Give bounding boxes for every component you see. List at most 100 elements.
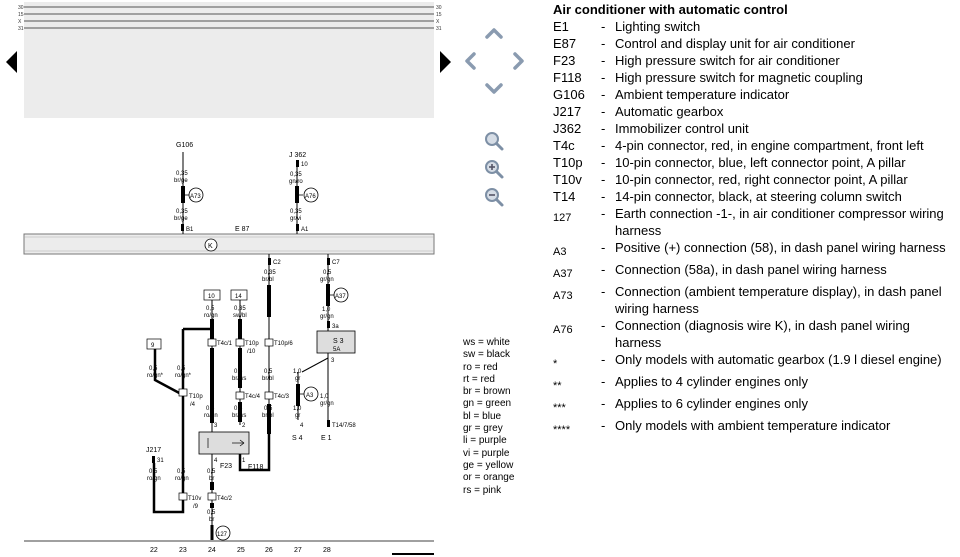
legend-code: A3 [553, 246, 567, 258]
g106-label: G106 [176, 142, 193, 149]
legend-code: * [553, 358, 558, 370]
legend-item: E1-Lighting switch [553, 18, 958, 35]
svg-text:27: 27 [294, 547, 302, 554]
svg-text:0,35: 0,35 [290, 172, 302, 178]
legend-description: 14-pin connector, black, at steering col… [615, 189, 902, 204]
legend-description: 4-pin connector, red, in engine compartm… [615, 138, 924, 153]
svg-text:3: 3 [214, 423, 218, 429]
svg-text:26: 26 [265, 547, 273, 554]
svg-text:ro/gn*: ro/gn* [147, 373, 164, 379]
legend-item: ****-Only models with ambient temperatur… [553, 417, 958, 439]
legend-description: Control and display unit for air conditi… [615, 36, 855, 51]
svg-text:/9: /9 [193, 504, 199, 510]
svg-text:0,5: 0,5 [264, 369, 273, 375]
svg-text:0,35: 0,35 [234, 306, 246, 312]
legend-description: Immobilizer control unit [615, 121, 749, 136]
legend-item: T14-14-pin connector, black, at steering… [553, 188, 958, 205]
supply-rails [24, 6, 434, 29]
legend-description: Lighting switch [615, 19, 701, 34]
f23-label: F23 [220, 463, 232, 470]
legend-dash: - [601, 53, 606, 68]
legend-description: Connection (58a), in dash panel wiring h… [615, 262, 887, 277]
svg-text:0,5: 0,5 [177, 469, 186, 475]
svg-text:1: 1 [242, 458, 246, 464]
svg-text:gr/gn: gr/gn [320, 277, 334, 283]
svg-text:T4c/3: T4c/3 [274, 394, 290, 400]
rail-label-15: 15 [18, 12, 24, 18]
column-numbers: 22 23 24 25 26 27 28 [150, 547, 331, 554]
svg-text:3a: 3a [332, 324, 339, 330]
next-page-arrow-icon[interactable] [438, 50, 452, 79]
legend-code: G106 [553, 87, 585, 102]
pan-left-icon[interactable] [459, 50, 481, 72]
svg-text:gr/gn: gr/gn [320, 401, 334, 407]
legend-item: A73-Connection (ambient temperature disp… [553, 283, 958, 317]
legend-item: A76-Connection (diagnosis wire K), in da… [553, 317, 958, 351]
pan-up-icon[interactable] [483, 22, 505, 44]
svg-text:5A: 5A [333, 347, 340, 353]
svg-text:T10p: T10p [189, 394, 203, 400]
legend-dash: - [601, 318, 606, 333]
svg-text:23: 23 [179, 547, 187, 554]
svg-text:31: 31 [157, 458, 164, 464]
legend-code: T4c [553, 138, 575, 153]
previous-page-arrow-icon[interactable] [5, 50, 19, 79]
svg-text:ro/gn*: ro/gn* [175, 373, 192, 379]
legend-item: *** -Applies to 6 cylinder engines only [553, 395, 958, 417]
legend-dash: - [601, 87, 606, 102]
legend-description: Applies to 6 cylinder engines only [615, 396, 808, 411]
k-label: K [208, 243, 213, 250]
legend-description: Applies to 4 cylinder engines only [615, 374, 808, 389]
legend-code: *** [553, 402, 566, 414]
rail-label-x: X [18, 19, 22, 25]
svg-text:4: 4 [214, 458, 218, 464]
s4-label: S 4 [292, 435, 303, 442]
legend-code: T10v [553, 172, 582, 187]
svg-text:/10: /10 [247, 349, 256, 355]
zoom-out-icon[interactable] [483, 186, 505, 208]
svg-text:T4c/1: T4c/1 [217, 341, 233, 347]
svg-text:T10p: T10p [245, 341, 259, 347]
e1-label: E 1 [321, 435, 332, 442]
legend-code: A37 [553, 268, 573, 280]
legend-item: T10v-10-pin connector, red, right connec… [553, 171, 958, 188]
svg-text:0,35: 0,35 [176, 209, 188, 215]
component-legend: Air conditioner with automatic control E… [553, 2, 958, 439]
legend-description: 10-pin connector, blue, left connector p… [615, 155, 906, 170]
legend-dash: - [601, 396, 606, 411]
zoom-fit-icon[interactable] [483, 130, 505, 152]
legend-description: Only models with automatic gearbox (1.9 … [615, 352, 942, 367]
legend-code: ** [553, 380, 562, 392]
svg-text:0,5: 0,5 [207, 469, 216, 475]
rail-label-30-right: 30 [436, 5, 442, 11]
legend-description: Positive (+) connection (58), in dash pa… [615, 240, 946, 255]
legend-dash: - [601, 189, 606, 204]
svg-text:0,5: 0,5 [177, 366, 186, 372]
svg-text:1,0: 1,0 [320, 394, 329, 400]
legend-code: A73 [553, 290, 573, 302]
legend-dash: - [601, 352, 606, 367]
legend-dash: - [601, 19, 606, 34]
svg-text:gr/gn: gr/gn [320, 314, 334, 320]
fuse-s3 [316, 330, 356, 354]
pan-right-icon[interactable] [508, 50, 530, 72]
legend-dash: - [601, 104, 606, 119]
svg-text:0,5: 0,5 [206, 306, 215, 312]
legend-item: * -Only models with automatic gearbox (1.… [553, 351, 958, 373]
legend-code: T10p [553, 155, 583, 170]
svg-text:0,5: 0,5 [149, 366, 158, 372]
legend-item: G106-Ambient temperature indicator [553, 86, 958, 103]
legend-code: 127 [553, 212, 572, 224]
legend-item: E87-Control and display unit for air con… [553, 35, 958, 52]
svg-text:T14/7/58: T14/7/58 [332, 423, 356, 429]
legend-dash: - [601, 36, 606, 51]
wiring-diagram: 30 15 X 31 30 15 X 31 E 87 K G106 0,35 b… [18, 2, 442, 555]
f118-label: F118 [248, 464, 264, 471]
legend-dash: - [601, 374, 606, 389]
zoom-in-icon[interactable] [483, 158, 505, 180]
svg-text:B1: B1 [186, 227, 194, 233]
legend-code: F23 [553, 53, 576, 68]
pan-down-icon[interactable] [483, 78, 505, 100]
f23-switch-box [198, 431, 250, 455]
a3-label: A3 [306, 393, 314, 399]
